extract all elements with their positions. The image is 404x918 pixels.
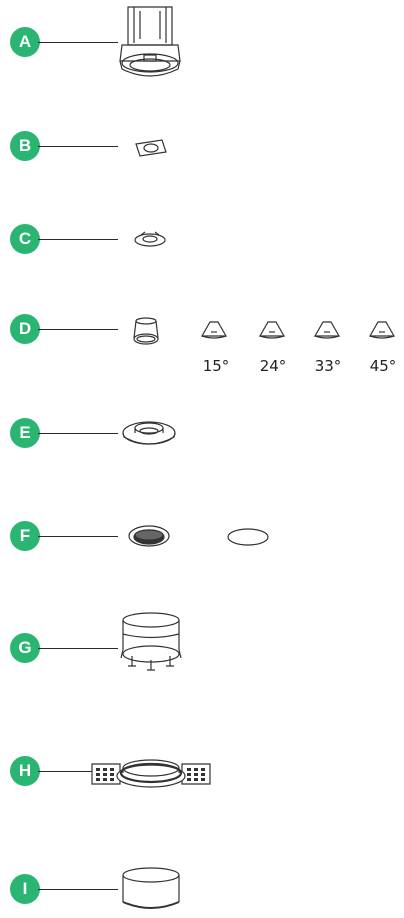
beam-24-icon — [258, 319, 286, 341]
leader-line-f — [38, 536, 118, 537]
beam-15-icon — [200, 319, 228, 341]
badge-d: D — [10, 314, 40, 344]
leader-line-e — [38, 433, 118, 434]
reflector-icon — [130, 316, 162, 346]
badge-c: C — [10, 224, 40, 254]
leader-line-a — [38, 42, 118, 43]
badge-e: E — [10, 418, 40, 448]
mounting-plate-icon — [134, 138, 168, 158]
beam-angle-label-15: 15° — [202, 357, 230, 375]
leader-line-i — [38, 889, 118, 890]
badge-g: G — [10, 633, 40, 663]
badge-h: H — [10, 756, 40, 786]
leader-line-g — [38, 648, 118, 649]
leader-line-d — [38, 329, 118, 330]
trim-ring-icon — [120, 413, 178, 451]
leader-line-c — [38, 239, 118, 240]
cover-ring-icon — [120, 866, 182, 916]
badge-b: B — [10, 131, 40, 161]
badge-f: F — [10, 521, 40, 551]
lens-gasket-icon — [127, 523, 171, 549]
beam-33-icon — [313, 319, 341, 341]
beam-angle-label-24: 24° — [259, 357, 287, 375]
frame-collar-icon — [118, 610, 184, 674]
trim-housing-icon — [118, 5, 184, 79]
badge-a: A — [10, 27, 40, 57]
beam-45-icon — [368, 319, 396, 341]
leader-line-h — [38, 771, 92, 772]
beam-angle-label-45: 45° — [369, 357, 397, 375]
retaining-clip-icon — [133, 230, 167, 250]
leader-line-b — [38, 146, 118, 147]
badge-i: I — [10, 874, 40, 904]
beam-angle-label-33: 33° — [314, 357, 342, 375]
gasket-ring-icon — [226, 527, 270, 547]
mud-in-flange-icon — [90, 748, 212, 794]
